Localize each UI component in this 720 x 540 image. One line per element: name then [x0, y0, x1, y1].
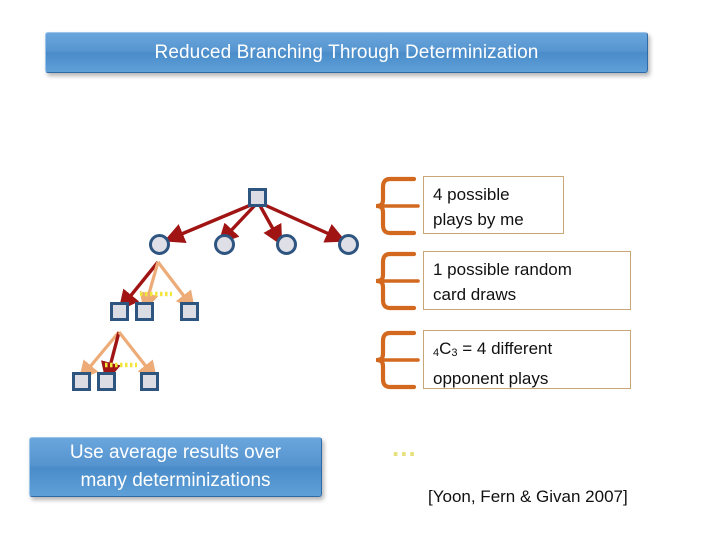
conclusion-text: Use average results over many determiniz… — [70, 439, 281, 495]
edges-level1-to-level2 — [118, 260, 196, 312]
tree-continuation-ellipsis: ... — [392, 432, 417, 462]
callout-card-draws-line2: card draws — [433, 285, 517, 304]
tree-edges-svg — [78, 200, 347, 383]
callout-card-draws-line1: 1 possible random — [433, 260, 572, 279]
brace-card-draws — [376, 251, 420, 311]
slide-title-banner: Reduced Branching Through Determinizatio… — [45, 32, 648, 73]
tree-node-my-play-4 — [338, 234, 359, 255]
combination-symbol: C — [439, 339, 452, 358]
tree-node-card-draw-1 — [110, 302, 129, 321]
brace-opponent-plays — [376, 330, 420, 390]
conclusion-line1: Use average results over — [69, 442, 282, 463]
callout-opponent-plays-line1: 4C3 = 4 different — [433, 336, 630, 366]
tree-node-opp-play-3 — [140, 372, 159, 391]
callout-my-plays-line1: 4 possible — [433, 185, 510, 204]
conclusion-line2: many determinizations — [80, 470, 271, 491]
tree-node-opp-play-2 — [97, 372, 116, 391]
brace-my-plays — [376, 176, 420, 236]
combination-k-subscript: 3 — [451, 347, 458, 359]
callout-opponent-plays: 4C3 = 4 different opponent plays — [423, 330, 631, 389]
callout-card-draws: 1 possible random card draws — [423, 251, 631, 310]
citation-text: [Yoon, Fern & Givan 2007] — [428, 487, 628, 506]
slide-title-text: Reduced Branching Through Determinizatio… — [154, 41, 539, 63]
callout-my-plays: 4 possible plays by me — [423, 176, 564, 234]
edges-root-to-level1 — [163, 200, 347, 246]
ellipsis-dots-between-branches — [105, 291, 172, 368]
tree-node-card-draw-3 — [180, 302, 199, 321]
tree-node-my-play-1 — [149, 234, 170, 255]
conclusion-banner: Use average results over many determiniz… — [29, 437, 322, 497]
tree-node-my-play-3 — [276, 234, 297, 255]
tree-node-card-draw-2 — [135, 302, 154, 321]
combination-result-text: = 4 different — [457, 339, 553, 358]
search-tree-diagram — [0, 150, 400, 420]
edges-level2-to-level3 — [78, 330, 158, 383]
tree-node-my-play-2 — [214, 234, 235, 255]
tree-node-root — [248, 188, 267, 207]
tree-node-opp-play-1 — [72, 372, 91, 391]
callout-opponent-plays-line2: opponent plays — [433, 369, 549, 388]
callout-my-plays-line2: plays by me — [433, 210, 524, 229]
combination-n-subscript: 4 — [433, 347, 440, 359]
